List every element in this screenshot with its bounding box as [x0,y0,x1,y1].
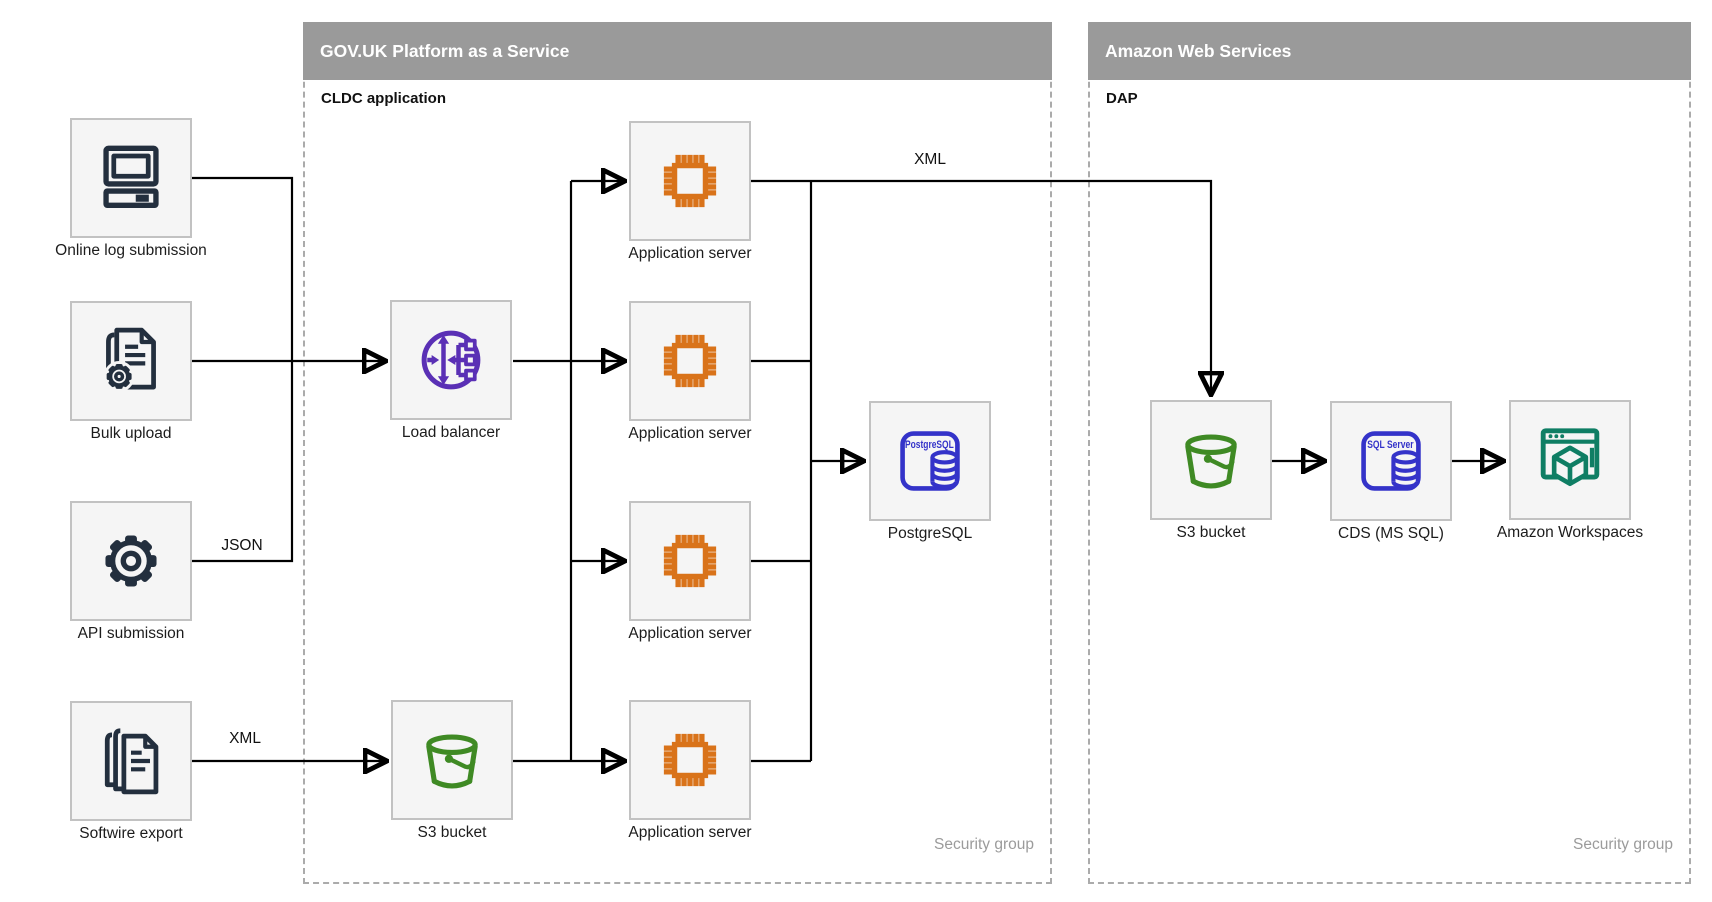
node-label: Bulk upload [90,425,172,442]
container-aws: Amazon Web Services DAP Security group [1088,22,1691,884]
node-label: Application server [628,425,752,442]
node-application-server-3: Application server [628,501,752,642]
container-govuk-paas-header: GOV.UK Platform as a Service [303,22,1052,80]
elastic-load-balancer-icon [390,300,512,420]
node-api-submission: API submission [70,501,192,642]
security-group-label: Security group [934,836,1034,853]
edge-api-submission-junction [192,361,294,563]
processor-chip-icon [629,121,751,241]
node-application-server-2: Application server [628,301,752,442]
edge-label-xml: XML [225,730,265,748]
processor-chip-icon [629,501,751,621]
node-s3-bucket-aws: S3 bucket [1150,400,1272,541]
node-s3-bucket-paas: S3 bucket [391,700,513,841]
node-label: Application server [628,824,752,841]
s3-bucket-icon [1150,400,1272,520]
stacked-documents-icon [70,701,192,821]
node-amazon-workspaces: Amazon Workspaces [1497,400,1643,541]
node-online-log-submission: Online log submission [55,118,207,259]
postgresql-database-icon: PostgreSQL [869,401,991,521]
container-govuk-paas: GOV.UK Platform as a Service CLDC applic… [303,22,1052,884]
edge-online-log-junction [192,176,294,361]
node-label: Online log submission [55,242,207,259]
node-bulk-upload: Bulk upload [70,301,192,442]
postgresql-icon-text: PostgreSQL [905,439,954,451]
node-label: S3 bucket [417,824,487,841]
node-softwire-export: Softwire export [70,701,192,842]
dap-label: DAP [1106,90,1138,107]
cldc-application-label: CLDC application [321,90,447,107]
desktop-computer-icon [70,118,192,238]
node-cds-ms-sql: SQL Server CDS (MS SQL) [1330,401,1452,542]
amazon-workspaces-icon [1509,400,1631,520]
edge-label-xml: XML [910,151,950,169]
sql-server-database-icon: SQL Server [1330,401,1452,521]
node-label: API submission [77,625,185,642]
processor-chip-icon [629,301,751,421]
node-label: S3 bucket [1176,524,1246,541]
node-label: Load balancer [401,424,501,441]
node-application-server-4: Application server [628,700,752,841]
node-label: Application server [628,625,752,642]
node-label: Amazon Workspaces [1496,524,1644,541]
document-with-gear-icon [70,301,192,421]
sql-server-icon-text: SQL Server [1367,439,1414,451]
s3-bucket-icon [391,700,513,820]
gear-icon [70,501,192,621]
node-postgresql: PostgreSQL PostgreSQL [869,401,991,542]
node-label: Application server [628,245,752,262]
container-aws-header: Amazon Web Services [1088,22,1691,80]
node-application-server-1: Application server [628,121,752,262]
edge-label-json: JSON [217,537,267,555]
processor-chip-icon [629,700,751,820]
node-label: Softwire export [79,825,183,842]
node-label: PostgreSQL [887,525,973,542]
node-load-balancer: Load balancer [390,300,512,441]
node-label: CDS (MS SQL) [1338,525,1444,542]
security-group-label: Security group [1573,836,1673,853]
